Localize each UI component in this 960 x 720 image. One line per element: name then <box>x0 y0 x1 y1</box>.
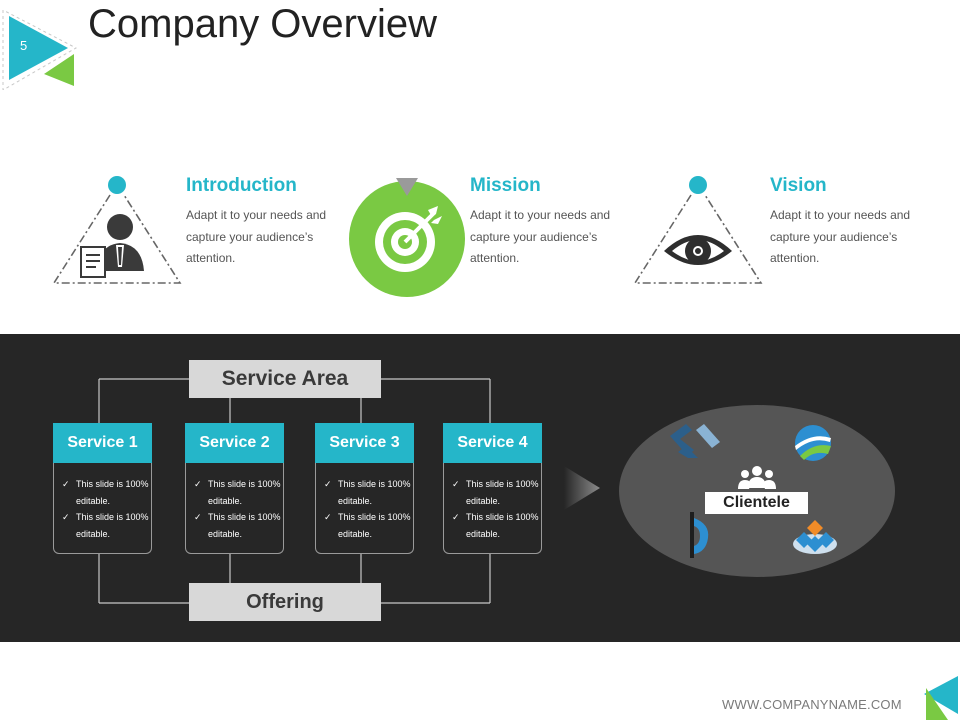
service-connector-lines <box>98 378 491 604</box>
page-title: Company Overview <box>88 2 438 46</box>
service-3-card: ✓ This slide is 100% editable. ✓ This sl… <box>315 463 414 554</box>
check-icon: ✓ <box>62 479 70 489</box>
mission-description: Adapt it to your needs and capture your … <box>470 208 611 265</box>
client-logo-2-icon <box>795 425 831 461</box>
check-icon: ✓ <box>324 479 332 489</box>
service-2-header: Service 2 <box>185 423 284 463</box>
client-logo-3-icon <box>672 512 709 558</box>
clientele-label: Clientele <box>705 492 808 514</box>
service-1-header: Service 1 <box>53 423 152 463</box>
check-icon: ✓ <box>324 512 332 522</box>
check-icon: ✓ <box>194 512 202 522</box>
slide-number: 5 <box>20 38 28 53</box>
client-logo-1-icon <box>670 424 720 458</box>
service-4-header: Service 4 <box>443 423 542 463</box>
service-3-header: Service 3 <box>315 423 414 463</box>
corner-triangle-decoration <box>924 676 958 720</box>
mission-heading: Mission <box>470 175 541 196</box>
user-group-icon <box>738 466 776 489</box>
service-area-label: Service Area <box>189 360 381 398</box>
service-2-card: ✓ This slide is 100% editable. ✓ This sl… <box>185 463 284 554</box>
check-icon: ✓ <box>452 479 460 489</box>
client-logo-4-icon <box>793 520 837 554</box>
introduction-heading: Introduction <box>186 175 297 196</box>
slide-number-badge <box>2 10 78 90</box>
chevron-right-icon <box>564 466 600 510</box>
service-1-card: ✓ This slide is 100% editable. ✓ This sl… <box>53 463 152 554</box>
check-icon: ✓ <box>194 479 202 489</box>
check-icon: ✓ <box>62 512 70 522</box>
check-icon: ✓ <box>452 512 460 522</box>
service-4-card: ✓ This slide is 100% editable. ✓ This sl… <box>443 463 542 554</box>
target-with-arrow-icon <box>349 178 465 297</box>
offering-label: Offering <box>189 583 381 621</box>
vision-heading: Vision <box>770 175 827 196</box>
businessman-with-document-icon <box>52 176 182 284</box>
eye-icon <box>633 176 763 284</box>
introduction-description: Adapt it to your needs and capture your … <box>186 208 327 265</box>
footer-url: WWW.COMPANYNAME.COM <box>722 697 902 712</box>
vision-description: Adapt it to your needs and capture your … <box>770 208 911 265</box>
